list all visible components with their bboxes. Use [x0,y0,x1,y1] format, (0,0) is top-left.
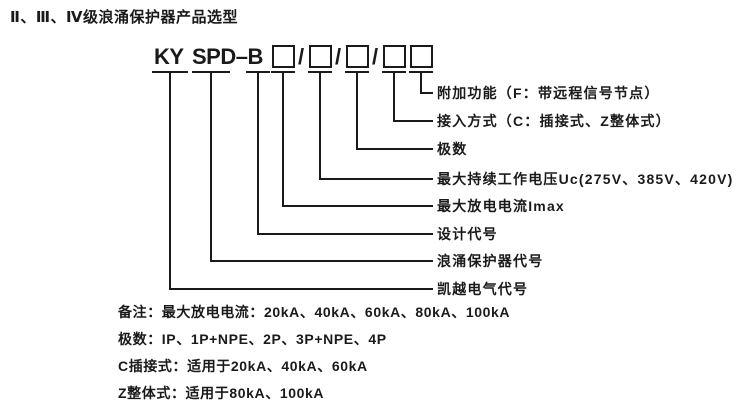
label-brand-code: 凯越电气代号 [437,281,529,297]
tick-brand [152,71,188,73]
leader-hline-voltage [319,178,433,180]
leader-hline-design [257,233,433,235]
tick-design [246,71,270,73]
leader-hline-poles [356,148,433,150]
label-spd-code: 浪涌保护器代号 [437,253,544,269]
leader-vline-spd [210,73,212,262]
model-field-box-1 [272,45,295,68]
leader-hline-connection [393,120,433,122]
label-max-working-voltage: 最大持续工作电压Uc(275V、385V、420V) [437,171,734,187]
tick-box-4 [382,71,406,73]
note-remark-discharge-current: 备注：最大放电电流：20kA、40kA、60kA、80kA、100kA [118,304,511,320]
leader-vline-brand [169,73,171,290]
slash-separator-3: / [372,44,379,69]
leader-vline-connection [393,73,395,122]
tick-spd [192,71,230,73]
label-design-code: 设计代号 [437,226,498,242]
model-field-box-5 [410,45,433,68]
label-connection-type: 接入方式（C：插接式、Z整体式） [437,113,671,129]
leader-hline-brand [169,288,433,290]
label-additional-function: 附加功能（F：带远程信号节点） [437,85,660,101]
tick-box-2 [308,71,332,73]
series-code-text: SPD–B [192,44,263,69]
leader-hline-spd [210,260,433,262]
leader-hline-function [420,92,433,94]
leader-vline-design [257,73,259,235]
note-pole-options: 极数：IP、1P+NPE、2P、3P+NPE、4P [118,331,387,347]
brand-code-text: KY [154,44,184,69]
leader-vline-poles [356,73,358,150]
model-field-box-4 [383,45,406,68]
note-integrated-type: Z整体式：适用于80kA、100kA [118,385,325,401]
model-field-box-2 [309,45,332,68]
leader-vline-function [420,73,422,94]
slash-separator-1: / [298,44,305,69]
leader-hline-imax [282,205,433,207]
leader-vline-imax [282,73,284,207]
slash-separator-2: / [335,44,342,69]
model-field-box-3 [346,45,369,68]
tick-box-3 [345,71,369,73]
page-title: Ⅱ、Ⅲ、Ⅳ级浪涌保护器产品选型 [10,9,239,26]
tick-box-1 [271,71,295,73]
note-plug-in-type: C插接式：适用于20kA、40kA、60kA [118,358,368,374]
label-pole-count: 极数 [437,141,468,157]
label-max-discharge-current: 最大放电电流Imax [437,198,565,214]
leader-vline-voltage [319,73,321,180]
tick-box-5 [409,71,433,73]
